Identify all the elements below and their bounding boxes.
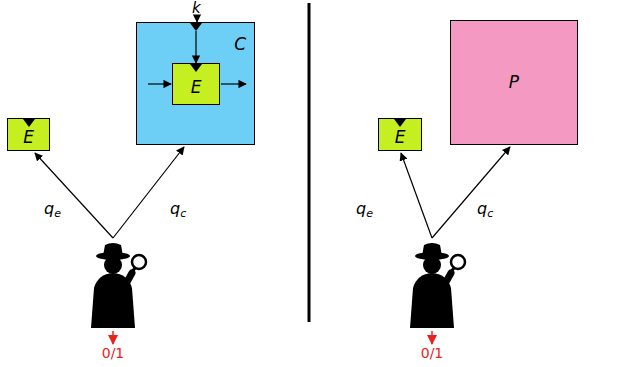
box-name: P: [509, 73, 519, 92]
output-bit: 0/1: [102, 346, 125, 361]
key-notch-shape: [23, 119, 35, 127]
query-count: qc: [170, 200, 186, 220]
query-arrow: [401, 153, 432, 238]
input-arrow: [148, 83, 171, 84]
output-arrow: [431, 331, 433, 344]
key-notch: [190, 23, 202, 31]
key-notch-shape: [190, 64, 202, 72]
box-name: C: [234, 35, 246, 54]
key-notch-shape: [190, 23, 202, 31]
key-notch: [394, 119, 406, 127]
construction-box: EC: [136, 22, 255, 145]
connector-arrow: [195, 31, 196, 63]
box-name: E: [23, 128, 34, 147]
primitive-box: E: [7, 118, 50, 151]
output-arrow: [112, 331, 114, 344]
query-count: qe: [44, 200, 61, 220]
query-arrow: [113, 147, 184, 238]
primitive-box: E: [378, 118, 422, 151]
query-arrow: [35, 153, 113, 238]
ideal-primitive-box: P: [450, 20, 578, 145]
primitive-box: E: [172, 63, 220, 105]
output-arrow: [221, 83, 246, 84]
key-notch: [190, 64, 202, 72]
query-count: qc: [477, 200, 493, 220]
divider-line: [308, 3, 311, 322]
key-notch-shape: [394, 119, 406, 127]
query-count: qe: [356, 200, 373, 220]
output-bit: 0/1: [421, 346, 444, 361]
key-label: k: [192, 0, 201, 17]
adversary-icon: [410, 243, 465, 328]
adversary-icon: [91, 243, 146, 328]
box-name: E: [191, 78, 202, 97]
key-notch: [23, 119, 35, 127]
query-arrow: [432, 147, 510, 238]
box-name: E: [395, 128, 406, 147]
